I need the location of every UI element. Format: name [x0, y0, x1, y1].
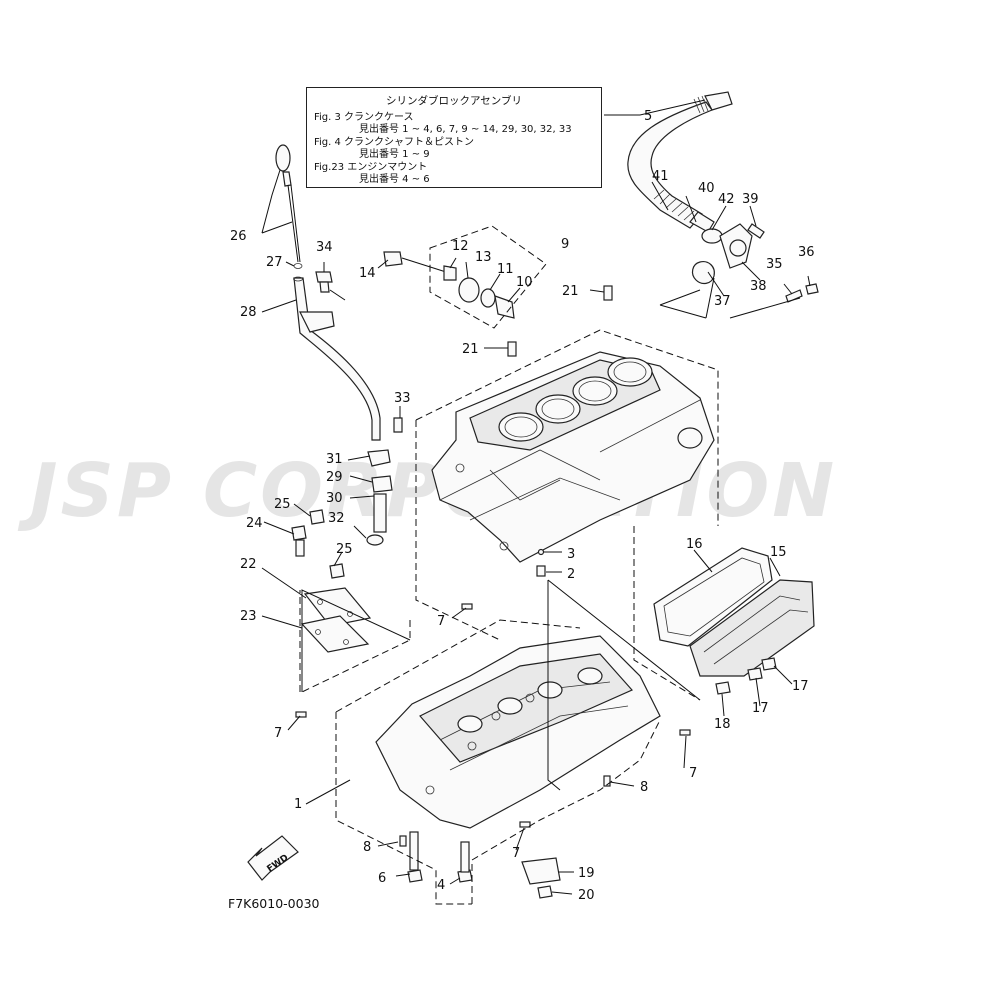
- callout-17b: 17: [752, 701, 769, 716]
- leader-lines: [261, 99, 811, 895]
- callout-15: 15: [770, 545, 787, 560]
- cover-plate-parts: [291, 509, 372, 653]
- callout-23: 23: [240, 609, 257, 624]
- callout-14: 14: [359, 266, 376, 281]
- callout-13: 13: [475, 250, 492, 265]
- callout-36: 36: [798, 245, 815, 260]
- oil-seal-set: [383, 251, 515, 319]
- cover-bolts: [715, 657, 777, 695]
- callout-37: 37: [714, 294, 731, 309]
- callout-3: 3: [567, 547, 575, 562]
- callout-16: 16: [686, 537, 703, 552]
- legend-line-fig23: Fig.23 エンジンマウント: [314, 162, 428, 173]
- callout-5: 5: [644, 109, 652, 124]
- dowel-pins-21: [507, 285, 613, 357]
- bottom-bolts: [399, 775, 611, 899]
- callout-30: 30: [326, 491, 343, 506]
- dowel-pins-7: [295, 603, 691, 828]
- callout-35: 35: [766, 257, 783, 272]
- callout-26: 26: [230, 229, 247, 244]
- callout-21b: 21: [462, 342, 479, 357]
- hose-fittings: [659, 223, 765, 319]
- legend-title: シリンダブロックアセンブリ: [386, 95, 522, 107]
- legend-line-fig3-items: 見出番号 1 ~ 4, 6, 7, 9 ~ 14, 29, 30, 32, 33: [359, 124, 572, 135]
- legend-line-fig4: Fig. 4 クランクシャフト＆ピストン: [314, 137, 475, 148]
- callout-1: 1: [294, 797, 302, 812]
- legend-line-fig23-items: 見出番号 4 ~ 6: [359, 174, 430, 185]
- callout-31: 31: [326, 452, 343, 467]
- callout-9: 9: [561, 237, 569, 252]
- bolt-34: [315, 271, 346, 301]
- callout-8a: 8: [640, 780, 648, 795]
- callout-24: 24: [246, 516, 263, 531]
- callout-22: 22: [240, 557, 257, 572]
- stud-and-nut: [729, 283, 819, 319]
- callout-7b: 7: [274, 726, 282, 741]
- callout-2: 2: [567, 567, 575, 582]
- callout-8b: 8: [363, 840, 371, 855]
- fwd-arrow-icon: FWD: [247, 835, 299, 881]
- callout-17a: 17: [792, 679, 809, 694]
- group-outlines: [299, 329, 719, 905]
- callout-4: 4: [437, 878, 445, 893]
- legend-line-fig3: Fig. 3 クランクケース: [314, 112, 414, 123]
- callout-19: 19: [578, 866, 595, 881]
- legend-line-fig4-items: 見出番号 1 ~ 9: [359, 149, 430, 160]
- callout-34: 34: [316, 240, 333, 255]
- callout-41: 41: [652, 169, 669, 184]
- cylinder-block-upper: [431, 351, 715, 563]
- callout-29: 29: [326, 470, 343, 485]
- callout-12: 12: [452, 239, 469, 254]
- callout-42: 42: [718, 192, 735, 207]
- callout-18: 18: [714, 717, 731, 732]
- dipstick-guide: [293, 276, 381, 441]
- dowel-2-3: [536, 548, 546, 577]
- callout-7d: 7: [512, 846, 520, 861]
- callout-20: 20: [578, 888, 595, 903]
- water-hose: [627, 91, 733, 233]
- callout-6: 6: [378, 871, 386, 886]
- callout-25a: 25: [274, 497, 291, 512]
- callout-21a: 21: [562, 284, 579, 299]
- callout-7c: 7: [689, 766, 697, 781]
- side-cover-and-gasket: [653, 547, 815, 677]
- callout-27: 27: [266, 255, 283, 270]
- callout-38: 38: [750, 279, 767, 294]
- callout-28: 28: [240, 305, 257, 320]
- crankcase-lower: [375, 635, 661, 829]
- callout-11: 11: [497, 262, 514, 277]
- callout-39: 39: [742, 192, 759, 207]
- callout-10: 10: [516, 275, 533, 290]
- oil-dipstick: [275, 144, 303, 269]
- callout-7a: 7: [437, 614, 445, 629]
- drawing-code: F7K6010-0030: [228, 896, 320, 911]
- callout-33: 33: [394, 391, 411, 406]
- callout-25b: 25: [336, 542, 353, 557]
- callout-32: 32: [328, 511, 345, 526]
- guide-mount-parts: [366, 417, 403, 546]
- cross-reference-box: シリンダブロックアセンブリ Fig. 3 クランクケース 見出番号 1 ~ 4,…: [306, 87, 602, 188]
- callout-40: 40: [698, 181, 715, 196]
- callout-numbers: 1 2 3 4 5 6 7 7 7 7 8 8 9 10 11 12 13 14…: [230, 109, 815, 903]
